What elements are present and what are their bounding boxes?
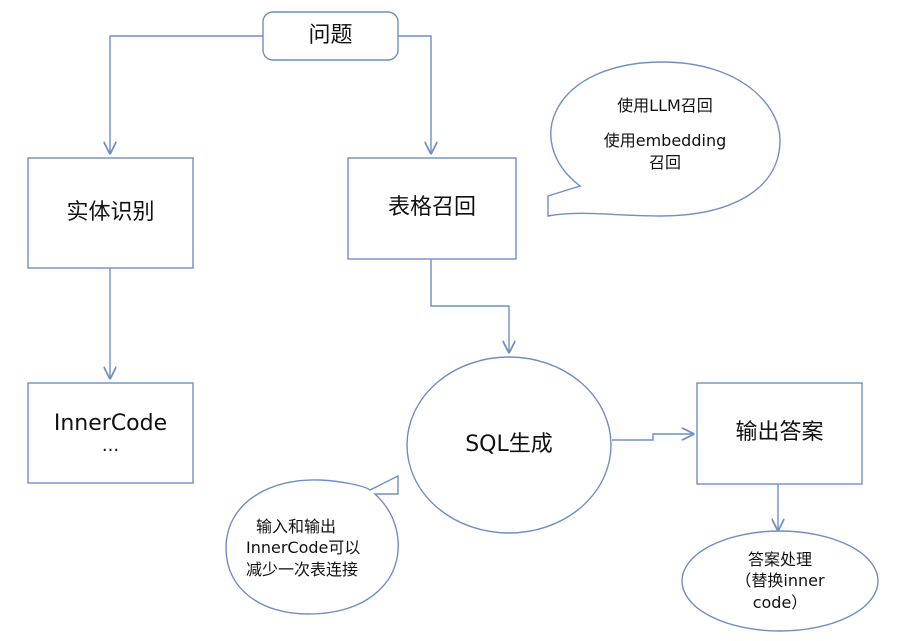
connector-table-recall-to-sql — [430, 259, 509, 352]
innercode-label: InnerCode ... — [28, 383, 193, 483]
innercode-note-line1: 输入和输出 — [256, 516, 337, 536]
recall-methods-line3: 召回 — [648, 152, 681, 172]
question-node — [262, 11, 399, 61]
connector-question-to-table-recall — [398, 35, 431, 153]
answer-processing-line2: （替换inner — [735, 571, 825, 591]
sql-generation-node — [406, 356, 612, 534]
innercode-note-text: 输入和输出 InnerCode可以 减少一次表连接 — [246, 506, 396, 590]
answer-processing-text: 答案处理 （替换inner code） — [715, 543, 845, 619]
answer-processing-line3: code） — [752, 592, 808, 612]
innercode-label-line2: ... — [101, 435, 120, 457]
recall-methods-line2: 使用embedding — [603, 131, 727, 151]
innercode-note-line2: InnerCode可以 — [246, 538, 361, 558]
answer-processing-line1: 答案处理 — [747, 549, 812, 569]
entity-recognition-node — [27, 157, 194, 269]
connector-sql-to-output — [612, 434, 693, 441]
connector-question-to-entity — [110, 35, 263, 153]
recall-methods-callout — [547, 61, 781, 217]
output-answer-label: 输出答案 — [735, 420, 824, 446]
output-answer-node — [696, 382, 863, 485]
innercode-node — [27, 382, 194, 484]
entity-recognition-label: 实体识别 — [66, 199, 155, 225]
table-recall-label: 表格召回 — [387, 195, 476, 221]
answer-processing-node — [681, 530, 879, 632]
question-label: 问题 — [308, 22, 353, 48]
sql-generation-label: SQL生成 — [465, 431, 553, 457]
innercode-label-line1: InnerCode — [53, 410, 168, 436]
table-recall-node — [347, 157, 517, 260]
innercode-note-line3: 减少一次表连接 — [246, 559, 359, 579]
innercode-note-callout — [225, 474, 399, 615]
recall-methods-text: 使用LLM召回 使用embedding 召回 — [580, 84, 750, 184]
recall-methods-line1: 使用LLM召回 — [617, 95, 713, 115]
